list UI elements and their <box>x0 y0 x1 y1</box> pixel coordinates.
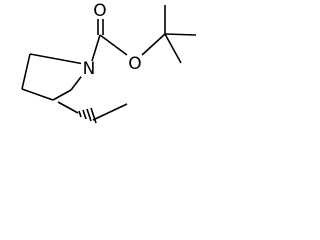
atom-ester-oxygen: O <box>127 54 143 74</box>
atom-bg <box>93 3 108 19</box>
bond-n-carbonyl <box>91 34 101 62</box>
bond-c2-stub <box>57 101 79 114</box>
bond-c3-c4 <box>21 88 54 101</box>
bond-tbu-me-bottom <box>164 33 182 64</box>
hash-2 <box>82 109 87 120</box>
atom-bg <box>127 56 143 72</box>
bond-ethyl <box>92 103 128 121</box>
bond-o-tbu <box>141 33 166 56</box>
atom-bg <box>81 61 97 77</box>
atom-nitrogen: N <box>81 59 97 79</box>
atom-carbonyl-oxygen: O <box>93 1 108 21</box>
bond-c2-c3 <box>52 89 72 101</box>
hashed-wedge-bond <box>78 107 97 124</box>
structure-diagram: O O N <box>0 0 210 140</box>
hash-3 <box>86 108 92 122</box>
molecule-drawing: O O N <box>21 1 197 124</box>
bond-carbonyl-ester-o <box>99 34 128 56</box>
atom-label: O <box>93 1 106 21</box>
atom-label: N <box>83 59 96 79</box>
hash-4 <box>90 107 97 124</box>
bond-c5-n <box>29 53 85 65</box>
bond-c4-c5 <box>21 53 31 90</box>
hash-1 <box>78 110 82 118</box>
atom-label: O <box>128 54 141 74</box>
bond-tbu-me-right <box>164 33 197 36</box>
